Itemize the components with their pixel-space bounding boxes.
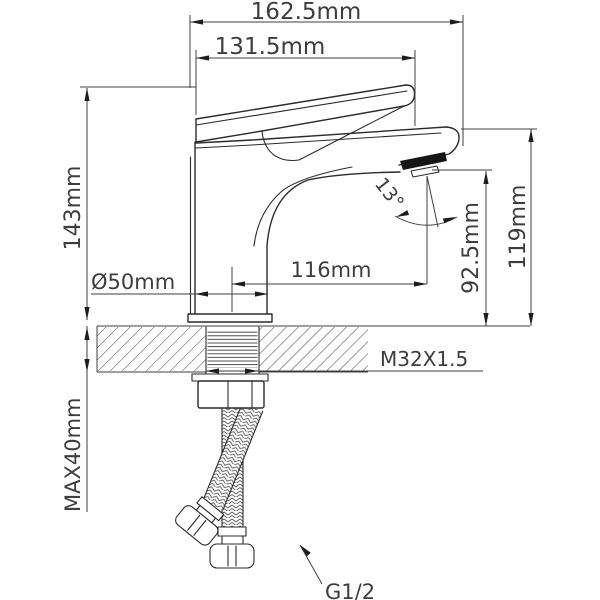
countertop-hatch-left <box>97 327 206 371</box>
dimension-body-height: 143mm <box>61 86 196 320</box>
dimension-spout-height-label: 119mm <box>506 185 531 270</box>
dimension-outlet-height-label: 92.5mm <box>459 202 484 294</box>
aerator-dark-band <box>400 152 447 170</box>
dimension-body-height-label: 143mm <box>61 166 86 251</box>
dimension-spout-reach-label: 116mm <box>291 258 372 282</box>
faucet-handle <box>195 84 416 162</box>
angled-hose-fitting <box>175 496 225 546</box>
dimension-spout-reach: 116mm <box>231 176 428 312</box>
mounting-washer <box>191 373 269 382</box>
dimension-spout-top-width: 131.5mm <box>195 34 416 126</box>
dimension-total-width-label: 162.5mm <box>251 0 362 25</box>
dimension-outlet-height: 92.5mm <box>432 169 492 326</box>
dimension-max-deck-thickness-label: MAX40mm <box>61 397 85 512</box>
dimension-hose-thread-label: G1/2 <box>325 580 375 600</box>
dimension-spout-angle: 13° <box>370 174 458 228</box>
dimension-base-diameter-label: Ø50mm <box>91 270 175 294</box>
supply-hose-angled <box>175 402 264 546</box>
dimension-max-deck-thickness: MAX40mm <box>61 326 90 512</box>
dimension-spout-angle-label: 13° <box>370 174 408 214</box>
aerator-outlet-lip <box>410 165 440 178</box>
faucet-aerator <box>400 152 447 178</box>
countertop-hatch-right <box>259 327 368 371</box>
dimension-spout-top-width-label: 131.5mm <box>215 34 326 60</box>
shank-threads <box>207 330 258 368</box>
mounting-shank <box>205 326 260 375</box>
dimension-hose-thread: G1/2 <box>298 543 375 600</box>
faucet-spout <box>189 126 460 315</box>
supply-hoses <box>175 373 269 569</box>
straight-hose-fitting <box>209 526 255 569</box>
mounting-nut <box>197 380 265 409</box>
countertop-section <box>96 325 530 375</box>
faucet-outline <box>187 84 460 323</box>
dimension-total-width: 162.5mm <box>189 0 464 146</box>
dimension-spout-height: 119mm <box>461 128 537 326</box>
dimension-mounting-thread-label: M32X1.5 <box>380 347 468 371</box>
faucet-base-plate <box>187 313 273 323</box>
dimension-base-diameter: Ø50mm <box>91 270 268 297</box>
dimension-mounting-thread: M32X1.5 <box>206 347 483 374</box>
